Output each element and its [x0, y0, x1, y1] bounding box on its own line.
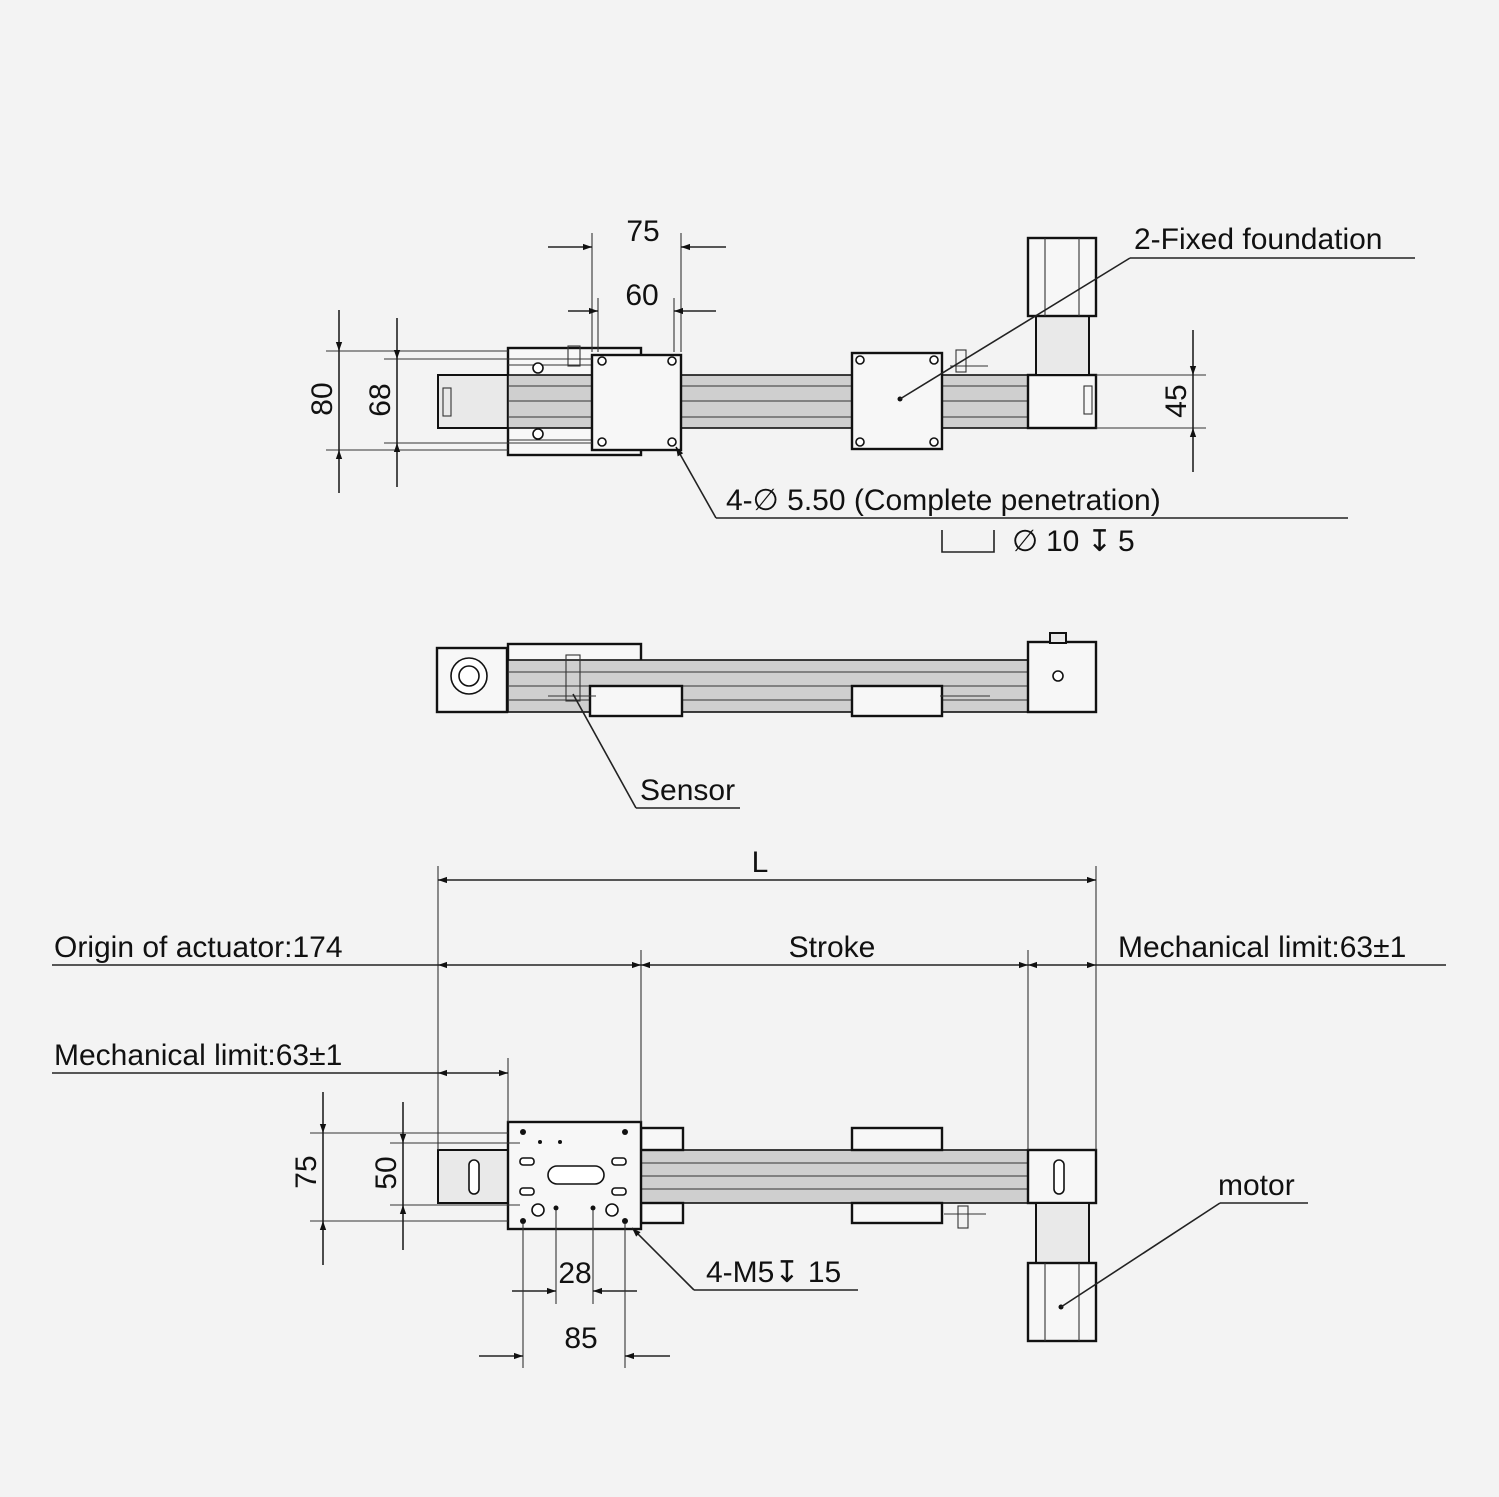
top-mounting-plate	[590, 353, 683, 452]
top-dim-60: 60	[625, 279, 658, 312]
bottom-motor	[1026, 1261, 1098, 1343]
top-left-end-cap	[437, 374, 509, 429]
fixed-foundation-label: 2-Fixed foundation	[1134, 223, 1383, 256]
side-mount-plate	[588, 684, 684, 718]
top-right-end	[1026, 373, 1098, 430]
top-dim-68: 68	[364, 383, 397, 416]
bottom-dim-85: 85	[564, 1322, 597, 1355]
counterbore-diameter-symbol: ∅	[1012, 525, 1038, 558]
sensor-label: Sensor	[640, 774, 735, 807]
top-dim-80: 80	[306, 382, 339, 415]
counterbore-icon	[941, 530, 995, 553]
motor-label: motor	[1218, 1169, 1295, 1202]
bottom-carriage-bottom	[639, 1201, 685, 1225]
stroke-label: Stroke	[789, 931, 876, 964]
counterbore-value: 10	[1046, 525, 1079, 558]
top-motor	[1026, 236, 1098, 318]
top-dim-45: 45	[1160, 384, 1193, 417]
tap-spec-label: 4-M5↧ 15	[706, 1256, 841, 1289]
bottom-view: L Origin of actuator:174 Stroke Mechanic…	[52, 846, 1446, 1368]
mech-limit-left-label: Mechanical limit:63±1	[54, 1039, 342, 1072]
top-fixed-foundation	[850, 351, 944, 451]
counterbore-depth: 5	[1118, 525, 1135, 558]
hole-spec-label: 4-∅ 5.50 (Complete penetration)	[726, 484, 1161, 517]
depth-icon: ↧	[1087, 525, 1112, 558]
bottom-dim-28: 28	[558, 1257, 591, 1290]
length-label: L	[752, 846, 769, 879]
bottom-dim-75: 75	[290, 1155, 323, 1188]
top-motor-coupler	[1035, 315, 1090, 376]
top-view: 75 60 80 68 45 2-Fixed foundation	[306, 215, 1415, 558]
bottom-carriage-top	[639, 1126, 685, 1152]
origin-label: Origin of actuator:174	[54, 931, 343, 964]
bottom-foundation-bottom	[850, 1201, 944, 1225]
side-view: Sensor	[435, 632, 1098, 809]
top-dim-75: 75	[626, 215, 659, 248]
mech-limit-right-label: Mechanical limit:63±1	[1118, 931, 1406, 964]
side-foundation	[850, 684, 944, 718]
bottom-dim-50: 50	[370, 1156, 403, 1189]
bottom-motor-coupler	[1035, 1202, 1090, 1264]
bottom-carriage-plate	[506, 1120, 643, 1231]
bottom-foundation-top	[850, 1126, 944, 1152]
